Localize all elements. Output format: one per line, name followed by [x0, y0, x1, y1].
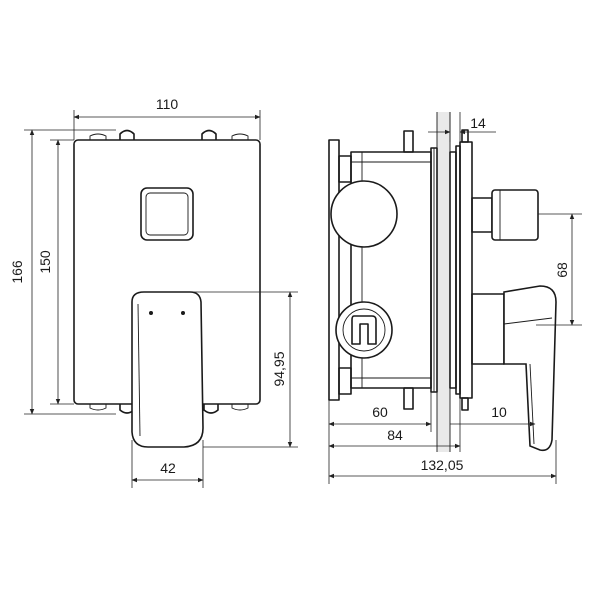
front-view	[73, 129, 261, 448]
diverter-knob-square	[140, 187, 194, 241]
dim-depth-84-label: 84	[387, 427, 403, 443]
back-flange	[328, 139, 340, 401]
dim-lever-height-label: 94,95	[271, 351, 287, 386]
lever-handle-front	[131, 291, 204, 448]
side-view	[328, 112, 557, 452]
dim-depth-60-label: 60	[372, 404, 388, 420]
diverter-knob-side	[471, 189, 539, 241]
side-cover-plate	[459, 141, 473, 399]
side-dimensions: 14 68 60 84 10 132,05	[328, 112, 582, 484]
dim-width-label: 110	[156, 96, 179, 112]
dim-total-label: 132,05	[421, 457, 464, 473]
wall-section	[437, 112, 450, 452]
dim-height-outer-label: 166	[9, 260, 25, 284]
dim-lever-10-label: 10	[491, 404, 507, 420]
port-circle-top	[330, 180, 398, 248]
dim-height-plate-label: 150	[37, 250, 53, 274]
lever-handle-side	[471, 285, 557, 452]
dim-wall-label: 14	[470, 115, 486, 131]
dim-lever-width-label: 42	[160, 460, 176, 476]
front-dimensions: 110 166 150 94,95 42	[9, 96, 298, 488]
mounting-lugs-top	[89, 129, 249, 140]
cartridge-port	[335, 301, 393, 359]
dim-spacing-label: 68	[554, 262, 570, 278]
